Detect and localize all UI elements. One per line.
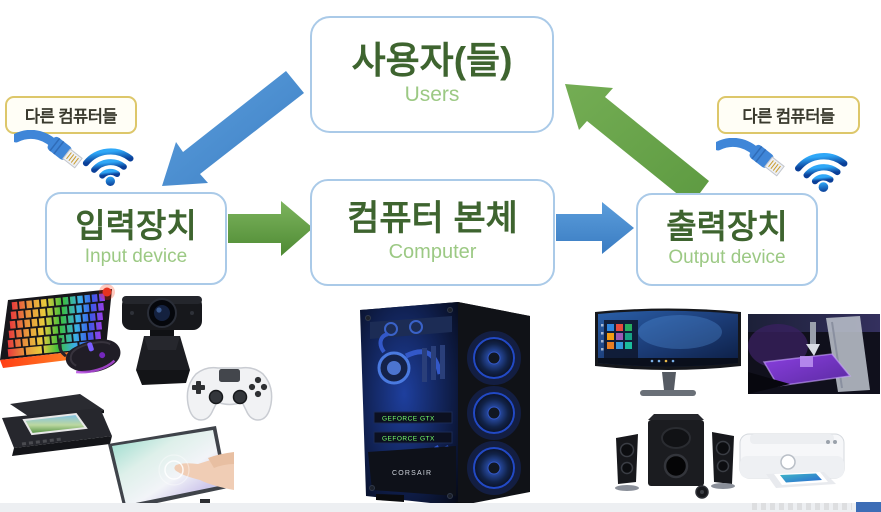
other-computers-text-right: 다른 컴퓨터들 [742,108,835,126]
3d-printer-image [748,314,880,394]
users-subtitle: Users [404,83,460,107]
input-subtitle: Input device [84,245,188,267]
ultrawide-monitor-image [595,308,741,396]
flatbed-scanner-image [2,394,112,456]
hp-logo-circle [780,454,796,470]
pc-tower-case-image: GEFORCE GTX GEFORCE GTX CORSAIR [360,302,530,510]
gpu-label-text: GEFORCE GTX [382,416,435,423]
gpu-label-text: GEFORCE GTX [382,436,435,443]
psu-label-text: CORSAIR [392,470,432,477]
wifi-icon [794,153,848,192]
output-subtitle: Output device [668,246,786,268]
red-indicator-dot [102,287,112,297]
arrow-input-to-computer [228,201,313,256]
arrow-output-to-users [565,84,709,205]
arrow-computer-to-output [556,202,634,254]
ethernet-cable-icon [14,130,83,169]
webcam-image [122,296,202,385]
other-computers-text-left: 다른 컴퓨터들 [24,108,118,126]
arrow-users-to-input [162,71,304,186]
corner-blue-box [856,502,881,512]
other-computers-label-left: 다른 컴퓨터들 [5,96,137,134]
computer-subtitle: Computer [388,240,477,263]
inkjet-printer-image [739,433,845,488]
watermark-remnant [752,503,852,510]
start-menu-tiles [601,324,632,351]
other-computers-label-right: 다른 컴퓨터들 [717,96,860,134]
computer-title: 컴퓨터 본체 [347,199,518,239]
input-title: 입력장치 [75,207,197,245]
rgb-gaming-keyboard-image [0,284,115,368]
bottom-bar [0,503,881,512]
speaker-system-image [615,414,735,499]
wifi-icon [82,148,134,186]
computer-box: 컴퓨터 본체 Computer [310,179,555,286]
users-box: 사용자(들) Users [310,16,554,133]
touchscreen-tablet-image [108,426,234,511]
users-title: 사용자(들) [351,39,513,81]
output-title: 출력장치 [666,208,788,246]
front-fans [467,331,521,495]
game-controller-image [186,366,273,421]
output-device-box: 출력장치 Output device [636,193,818,286]
input-device-box: 입력장치 Input device [45,192,227,285]
ethernet-cable-icon [716,138,785,177]
gaming-mouse-image [58,337,121,374]
